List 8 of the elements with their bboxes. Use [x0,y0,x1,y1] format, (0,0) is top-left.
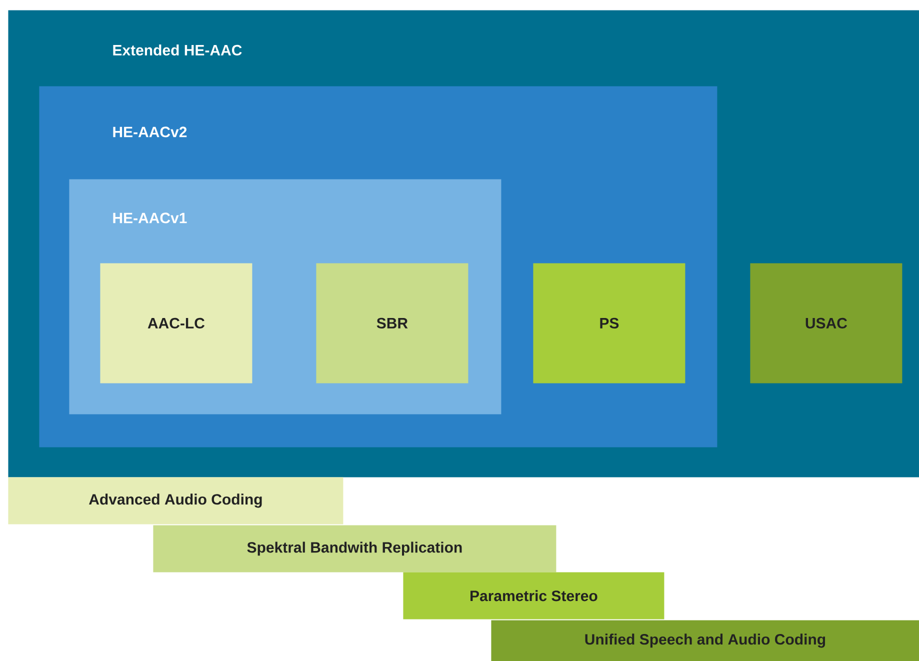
label-band: Advanced Audio Coding [8,477,344,524]
label-band: Spektral Bandwith Replication [153,525,556,572]
component-box: USAC [750,263,902,384]
label-band: Parametric Stereo [403,572,664,620]
component-box: SBR [316,263,468,384]
label-band: Unified Speech and Audio Coding [491,620,919,661]
component-box: PS [533,263,686,384]
component-box: AAC-LC [100,263,252,384]
